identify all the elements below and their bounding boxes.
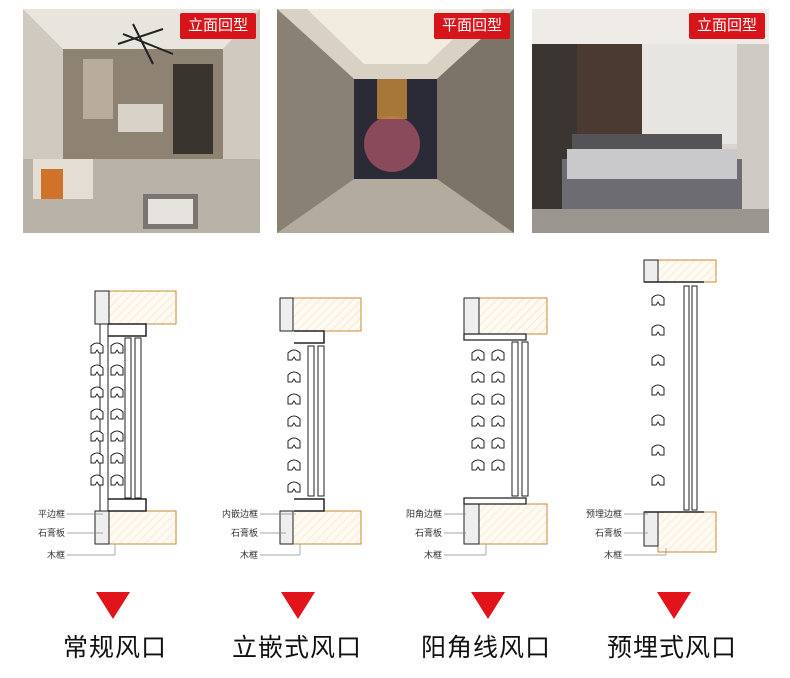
photo-living-room: 立面回型 <box>23 9 260 233</box>
label-wood: 木框 <box>604 549 622 561</box>
down-arrow-icon <box>96 592 130 619</box>
photo-badge: 立面回型 <box>179 13 256 39</box>
down-arrow-icon <box>657 592 691 619</box>
label-wood: 木框 <box>240 549 258 561</box>
living-room-image <box>23 9 260 233</box>
diagram-preembedded: 预埋边框 石膏板 木框 <box>578 258 773 568</box>
label-frame: 阳角边框 <box>406 508 442 520</box>
label-gypsum: 石膏板 <box>38 527 65 539</box>
type-title-preembedded: 预埋式风口 <box>607 633 738 662</box>
label-gypsum: 石膏板 <box>415 527 442 539</box>
diagram-embedded: 内嵌边框 石膏板 木框 <box>208 258 403 568</box>
down-arrow-icon <box>281 592 315 619</box>
bedroom-image <box>532 9 769 233</box>
photo-badge: 平面回型 <box>433 13 510 39</box>
label-frame: 内嵌边框 <box>222 508 258 520</box>
label-wood: 木框 <box>424 549 442 561</box>
label-wood: 木框 <box>47 549 65 561</box>
photo-corridor: 平面回型 <box>277 9 514 233</box>
corridor-image <box>277 9 514 233</box>
label-frame: 预埋边框 <box>586 508 622 520</box>
photo-bedroom: 立面回型 <box>532 9 769 233</box>
label-gypsum: 石膏板 <box>595 527 622 539</box>
type-title-standard: 常规风口 <box>63 633 168 662</box>
down-arrow-icon <box>471 592 505 619</box>
type-title-corner: 阳角线风口 <box>421 633 552 662</box>
diagram-standard: 平边框 石膏板 木框 <box>23 258 218 568</box>
photo-badge: 立面回型 <box>688 13 765 39</box>
type-title-embedded: 立嵌式风口 <box>232 633 363 662</box>
diagram-corner: 阳角边框 石膏板 木框 <box>394 258 589 568</box>
label-frame: 平边框 <box>38 508 65 520</box>
label-gypsum: 石膏板 <box>231 527 258 539</box>
